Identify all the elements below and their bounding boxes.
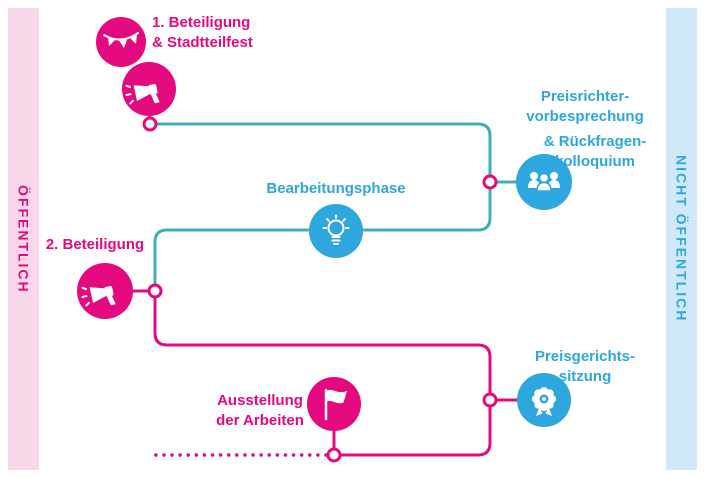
not-public-band: NICHT ÖFFENTLICH <box>666 8 697 470</box>
node-step2 <box>147 283 163 299</box>
work-phase-badge <box>309 204 363 258</box>
label-jury-briefing-line2: vorbesprechung <box>526 108 644 125</box>
connector-to-jury-session <box>153 289 492 402</box>
label-step1-line2: & Stadtteilfest <box>152 34 253 51</box>
jury-session-badge <box>517 373 571 427</box>
node-jury-briefing <box>482 174 498 190</box>
connector-to-jury-briefing <box>148 122 492 184</box>
label-jury-session-line1: Preisgerichts- <box>534 348 636 365</box>
public-band-label: ÖFFENTLICH <box>15 184 32 294</box>
label-exhibition-line1: Ausstellung <box>217 392 303 409</box>
label-jury-briefing-line4: kolloquium <box>555 153 635 170</box>
label-exhibition-line2: der Arbeiten <box>216 412 304 429</box>
label-jury-briefing-line3: & Rückfragen- <box>543 133 647 150</box>
label-step2: 2. Beteiligung <box>45 236 145 253</box>
label-jury-briefing-line1: Preisrichter- <box>540 88 630 105</box>
label-jury-briefing: Preisrichter- vorbesprechung & Rückfrage… <box>500 87 670 172</box>
label-step1: 1. Beteiligung & Stadtteilfest <box>152 13 322 53</box>
label-step1-line1: 1. Beteiligung <box>152 14 251 31</box>
step2-badge <box>77 263 133 319</box>
exhibition-circle <box>307 377 361 431</box>
label-jury-session-line2: sitzung <box>558 368 612 385</box>
flag-icon <box>324 388 347 421</box>
not-public-band-label: NICHT ÖFFENTLICH <box>673 155 690 323</box>
connector-to-exhibition <box>332 398 492 457</box>
label-exhibition: Ausstellung der Arbeiten <box>185 391 335 431</box>
label-work-phase: Bearbeitungsphase <box>266 180 406 197</box>
megaphone-icon <box>125 84 160 105</box>
people-group-icon <box>528 172 560 192</box>
jury-briefing-badge <box>516 154 572 210</box>
lightbulb-icon <box>322 214 350 245</box>
node-exhibition <box>326 447 342 463</box>
step1-badge <box>122 62 176 116</box>
bunting-icon <box>103 32 139 48</box>
award-rosette-icon <box>532 387 556 416</box>
label-jury-session: Preisgerichts- sitzung <box>505 347 665 387</box>
public-band: ÖFFENTLICH <box>8 8 39 470</box>
node-step1 <box>142 116 158 132</box>
exhibition-badge <box>307 377 361 431</box>
festival-badge <box>96 17 146 67</box>
node-jury-session <box>482 392 498 408</box>
megaphone-icon <box>81 286 116 307</box>
work-phase-circle <box>309 204 363 258</box>
